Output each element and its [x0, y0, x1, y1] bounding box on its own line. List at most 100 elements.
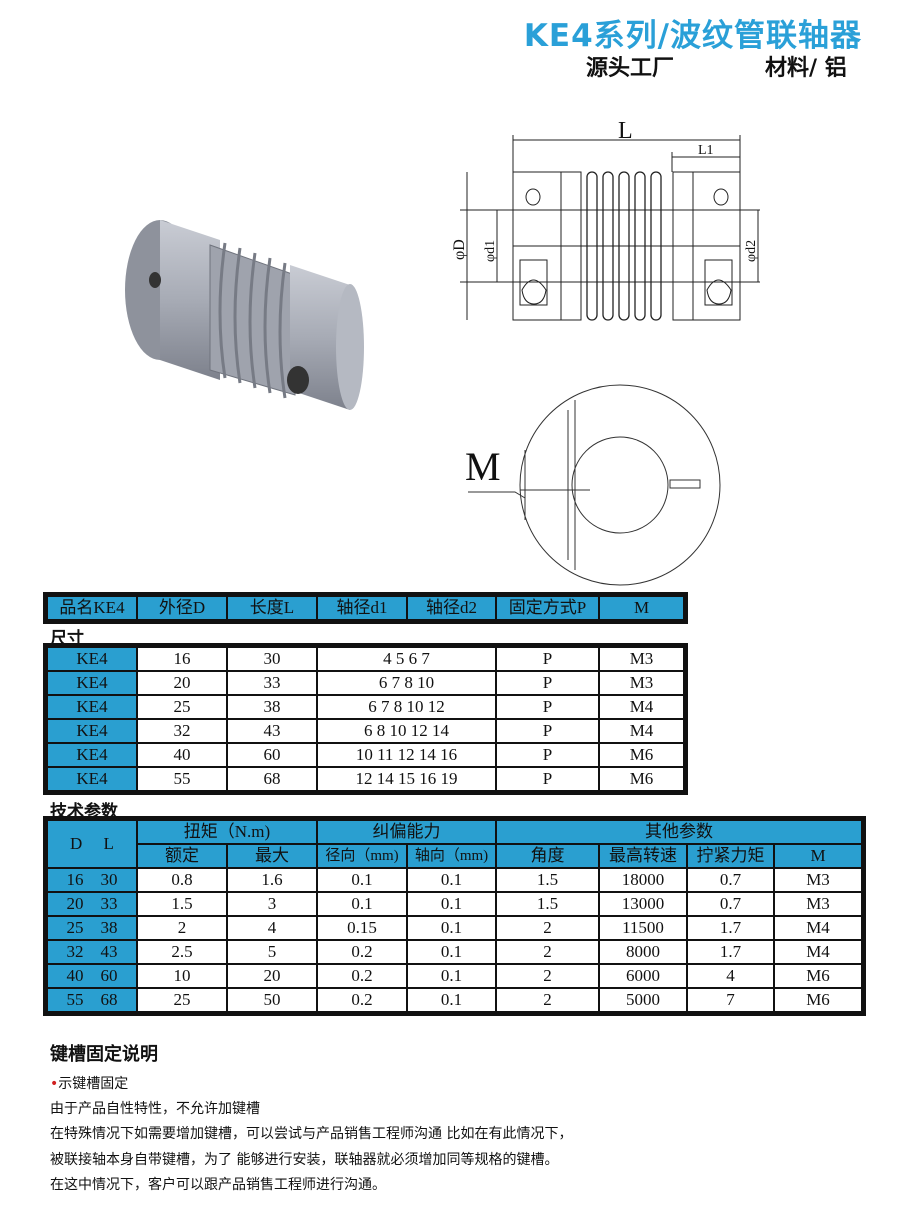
- tech-section-label: 技术参数: [50, 802, 118, 822]
- notes-bullet-text: 示键槽固定: [58, 1076, 129, 1092]
- d1-label: φd1: [483, 240, 498, 262]
- table-cell: 0.1: [316, 891, 408, 917]
- table-cell: 6 7 8 10: [316, 670, 497, 696]
- dl-header: D L: [46, 819, 138, 869]
- table-cell: P: [495, 694, 600, 720]
- table-cell: 2: [495, 915, 600, 941]
- table-cell: M6: [598, 766, 685, 792]
- table-cell: 4 5 6 7: [316, 646, 497, 672]
- notes-line: 在特殊情况下如需要增加键槽，可以尝试与产品销售工程师沟通 比如在有此情况下，: [50, 1126, 573, 1142]
- table-cell: 33: [226, 670, 318, 696]
- table-cell: M3: [773, 891, 863, 917]
- table-cell: 2: [495, 963, 600, 989]
- table-cell: 13000: [598, 891, 688, 917]
- table-cell: 20 33: [46, 891, 138, 917]
- subheader-cell: 最大: [226, 843, 318, 869]
- notes-line: 由于产品自性特性，不允许加键槽: [50, 1101, 260, 1117]
- table-cell: 18000: [598, 867, 688, 893]
- table-cell: 43: [226, 718, 318, 744]
- table-cell: 40 60: [46, 963, 138, 989]
- table-cell: P: [495, 670, 600, 696]
- table-cell: M6: [773, 963, 863, 989]
- table-cell: 1.7: [686, 915, 775, 941]
- table-cell: 0.2: [316, 987, 408, 1013]
- subheader-cell: 最高转速: [598, 843, 688, 869]
- bullet-dot: •: [50, 1076, 59, 1092]
- table-cell: 2: [136, 915, 228, 941]
- dimension-drawing: L L1 φD φd1 φd2: [451, 118, 760, 321]
- table-cell: P: [495, 718, 600, 744]
- table-cell: 20: [226, 963, 318, 989]
- table-cell: M3: [598, 646, 685, 672]
- group-header: 扭矩（N.m): [136, 819, 318, 845]
- header-cell: 固定方式P: [495, 595, 600, 621]
- table-cell: M3: [598, 670, 685, 696]
- table-cell: 38: [226, 694, 318, 720]
- tech-table: D L 扭矩（N.m) 纠偏能力 其他参数 额定 最大 径向（mm) 轴向（mm…: [43, 816, 866, 1016]
- table-cell: 8000: [598, 939, 688, 965]
- table-cell: 25: [136, 694, 228, 720]
- header-cell: 品名KE4: [46, 595, 138, 621]
- material-label: 材料/ 铝: [765, 56, 847, 81]
- table-cell: M6: [773, 987, 863, 1013]
- table-cell: P: [495, 766, 600, 792]
- table-cell: 55 68: [46, 987, 138, 1013]
- table-cell: KE4: [46, 718, 138, 744]
- table-cell: 0.1: [406, 915, 497, 941]
- table-cell: 0.7: [686, 867, 775, 893]
- m-label: M: [465, 444, 501, 489]
- table-cell: 25: [136, 987, 228, 1013]
- table-cell: 0.7: [686, 891, 775, 917]
- table-cell: KE4: [46, 766, 138, 792]
- subheader-cell: 轴向（mm): [406, 843, 497, 869]
- size-section-label: 尺寸: [50, 629, 84, 649]
- table-cell: 1.5: [136, 891, 228, 917]
- table-cell: 2.5: [136, 939, 228, 965]
- table-cell: 1.5: [495, 891, 600, 917]
- table-cell: 4: [686, 963, 775, 989]
- table-cell: 11500: [598, 915, 688, 941]
- table-cell: 32: [136, 718, 228, 744]
- factory-label: 源头工厂: [586, 56, 675, 81]
- table-cell: 10 11 12 14 16: [316, 742, 497, 768]
- table-cell: 6000: [598, 963, 688, 989]
- table-cell: 3: [226, 891, 318, 917]
- table-cell: 0.1: [406, 987, 497, 1013]
- table-cell: 1.6: [226, 867, 318, 893]
- table-cell: 32 43: [46, 939, 138, 965]
- table-cell: 0.2: [316, 939, 408, 965]
- table-cell: M3: [773, 867, 863, 893]
- table-cell: M4: [773, 939, 863, 965]
- subheader-cell: 角度: [495, 843, 600, 869]
- table-cell: M4: [773, 915, 863, 941]
- table-cell: 16: [136, 646, 228, 672]
- notes-line: 在这中情况下，客户可以跟产品销售工程师进行沟通。: [50, 1177, 386, 1193]
- l1-label: L1: [698, 143, 714, 158]
- table-cell: 25 38: [46, 915, 138, 941]
- table-cell: 20: [136, 670, 228, 696]
- table-cell: 0.8: [136, 867, 228, 893]
- table-cell: 10: [136, 963, 228, 989]
- group-header: 纠偏能力: [316, 819, 497, 845]
- page-title: KE4系列/波纹管联轴器: [523, 18, 862, 54]
- table-cell: 2: [495, 939, 600, 965]
- subheader-cell: M: [773, 843, 863, 869]
- table-cell: M4: [598, 718, 685, 744]
- table-cell: 7: [686, 987, 775, 1013]
- subheader-cell: 拧紧力矩: [686, 843, 775, 869]
- table-cell: 2: [495, 987, 600, 1013]
- table-cell: 0.2: [316, 963, 408, 989]
- table-cell: KE4: [46, 742, 138, 768]
- header-cell: 轴径d1: [316, 595, 408, 621]
- table-cell: 0.1: [406, 963, 497, 989]
